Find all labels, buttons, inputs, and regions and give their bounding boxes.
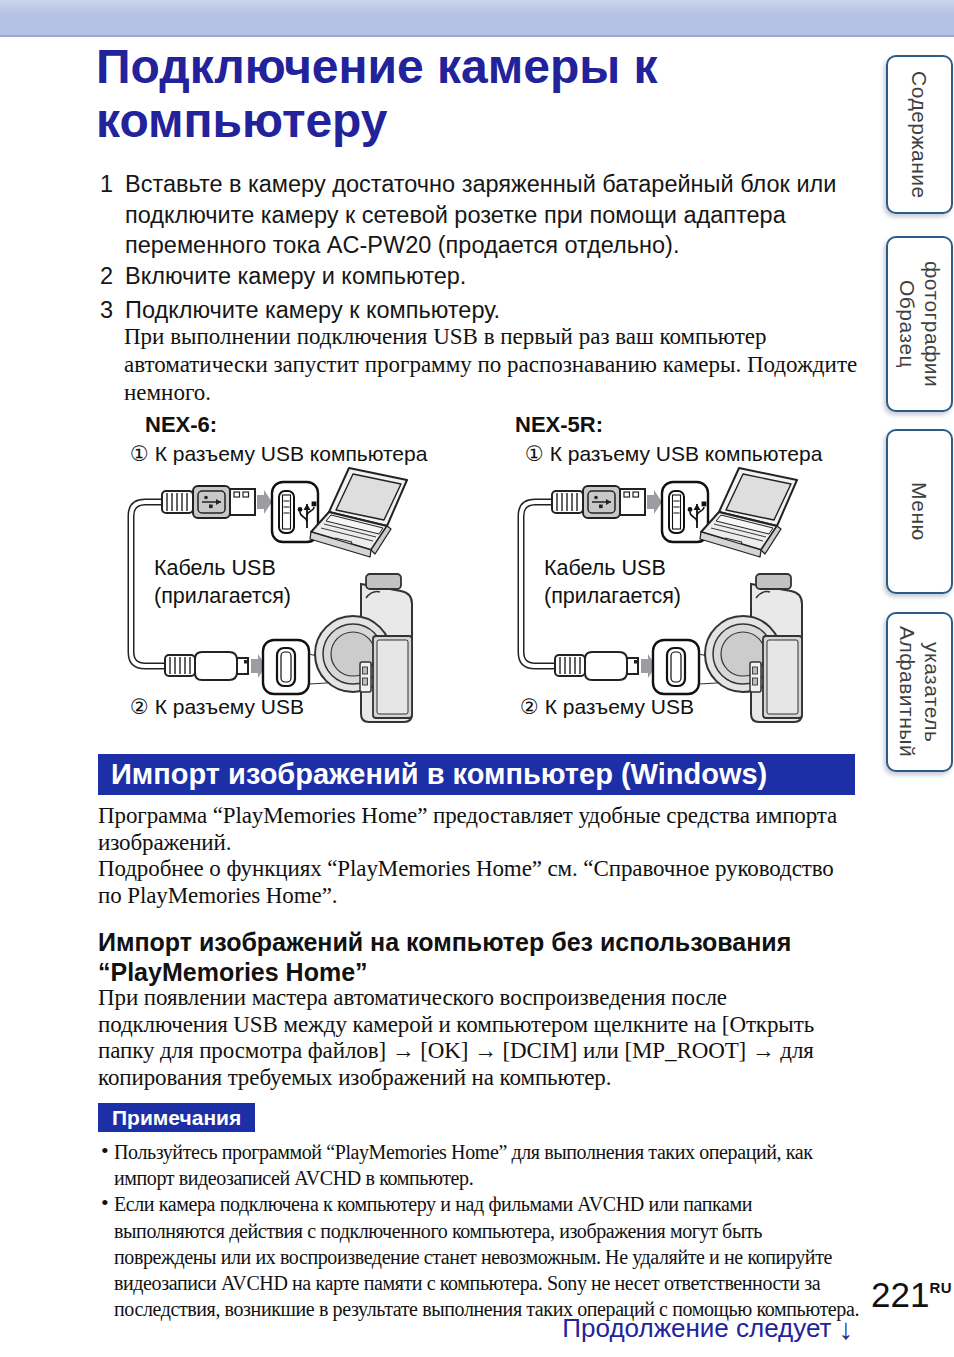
import-without-pmh-paragraph: При появлении мастера автоматического во… <box>98 985 878 1092</box>
bullet-dot: • <box>101 1138 108 1164</box>
continuation-note: Продолжение следует↓ <box>562 1311 853 1344</box>
callout-usb-port: ② К разъему USB <box>520 695 694 719</box>
note-item: • Пользуйтесь программой “PlayMemories H… <box>98 1139 898 1191</box>
notes-badge: Примечания <box>98 1103 255 1132</box>
notes-list: • Пользуйтесь программой “PlayMemories H… <box>98 1139 898 1322</box>
top-accent-bar <box>0 0 954 37</box>
page-number: 221RU <box>871 1275 952 1315</box>
step-2: 2 Включите камеру и компьютер. <box>100 261 880 292</box>
down-arrow-icon: ↓ <box>839 1313 854 1345</box>
diagram-nex5r: NEX-5R: ① К разъему USB компьютера Кабел… <box>505 412 900 742</box>
cable-label: Кабель USB (прилагается) <box>154 554 291 610</box>
import-intro-paragraph: Программа “PlayMemories Home” предоставл… <box>98 803 878 910</box>
subsection-heading: Импорт изображений на компьютер без испо… <box>98 927 878 987</box>
model-label: NEX-6: <box>145 412 217 438</box>
cable-label: Кабель USB (прилагается) <box>544 554 681 610</box>
sidebar-tab-index[interactable]: Алфавитный указатель <box>886 612 953 772</box>
section-header-import-windows: Импорт изображений в компьютер (Windows) <box>98 754 855 795</box>
note-item: • Если камера подключена к компьютеру и … <box>98 1191 898 1322</box>
step-3-note: При выполнении подключения USB в первый … <box>124 323 884 407</box>
step-number: 2 <box>100 261 113 292</box>
callout-usb-computer: ① К разъему USB компьютера <box>525 442 822 466</box>
callout-usb-port: ② К разъему USB <box>130 695 304 719</box>
step-3: 3 Подключите камеру к компьютеру. <box>100 295 880 326</box>
model-label: NEX-5R: <box>515 412 603 438</box>
step-1: 1 Вставьте в камеру достаточно заряженны… <box>100 169 880 261</box>
diagram-nex6: NEX-6: ① К разъему USB компьютера Кабель… <box>115 412 510 742</box>
sidebar-tab-sample-photo[interactable]: Образец фотографии <box>886 236 953 412</box>
callout-usb-computer: ① К разъему USB компьютера <box>130 442 427 466</box>
page-title: Подключение камеры к компьютеру <box>96 40 658 147</box>
step-number: 3 <box>100 295 113 326</box>
sidebar-tab-menu[interactable]: Меню <box>886 429 953 594</box>
sidebar-tab-contents[interactable]: Содержание <box>886 55 953 214</box>
bullet-dot: • <box>101 1190 108 1216</box>
step-number: 1 <box>100 169 113 200</box>
page-number-suffix: RU <box>929 1279 952 1296</box>
